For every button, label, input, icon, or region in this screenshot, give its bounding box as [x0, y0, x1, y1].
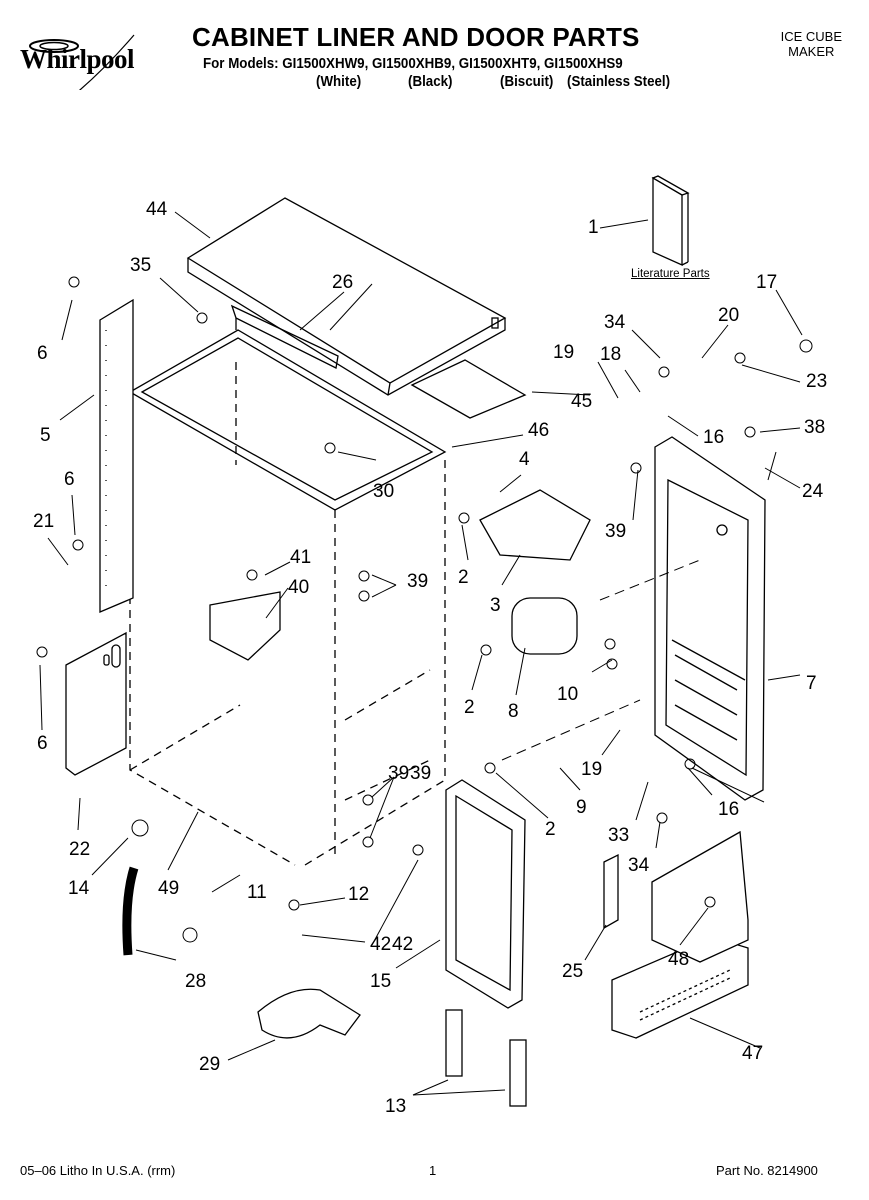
part-label: 25	[562, 961, 584, 982]
ice-bin	[479, 489, 591, 561]
ice-scoop	[257, 988, 361, 1039]
part-label: 14	[68, 878, 90, 899]
left-side-panel	[99, 298, 134, 613]
part-label: 5	[40, 425, 51, 446]
part-label: 10	[557, 684, 579, 705]
brand-name: Whirlpool	[20, 44, 135, 74]
lower-left-panel	[65, 631, 127, 776]
part-label: 2	[545, 819, 556, 840]
part-label: 13	[385, 1096, 407, 1117]
access-panel	[651, 830, 749, 963]
door-assembly	[654, 436, 766, 801]
part-label: 18	[600, 344, 622, 365]
part-label: 8	[508, 701, 519, 722]
part-label: 17	[756, 272, 778, 293]
part-label: 24	[802, 481, 824, 502]
leader-lines	[39, 211, 803, 1096]
variant-black: (Black)	[408, 74, 453, 90]
part-label: 33	[608, 825, 630, 846]
part-label: 40	[288, 577, 310, 598]
part-label: 29	[199, 1054, 221, 1075]
part-label: 34	[628, 855, 650, 876]
part-label: 1	[588, 217, 599, 238]
page-title: CABINET LINER AND DOOR PARTS	[192, 22, 640, 52]
logo-swirl-icon	[29, 34, 135, 90]
hinge-bracket	[603, 853, 619, 930]
part-label: 39	[410, 763, 432, 784]
part-label: 46	[528, 420, 550, 441]
part-label: 7	[806, 673, 817, 694]
part-label: 45	[571, 391, 593, 412]
liner-top-frame	[128, 329, 447, 511]
part-label: 9	[576, 797, 587, 818]
models-line: For Models: GI1500XHW9, GI1500XHB9, GI15…	[203, 56, 623, 72]
part-label: 21	[33, 511, 55, 532]
part-label: 3	[490, 595, 501, 616]
whirlpool-logo: Whirlpool	[14, 30, 174, 90]
part-number: Part No. 8214900	[716, 1163, 818, 1178]
page-number: 1	[429, 1163, 437, 1178]
part-label: 20	[718, 305, 740, 326]
part-label: 19	[581, 759, 603, 780]
part-label: 35	[130, 255, 152, 276]
cabinet-body-outline	[129, 362, 446, 866]
part-label: 42	[370, 934, 392, 955]
part-label: 49	[158, 878, 180, 899]
screws	[36, 276, 813, 943]
part-label: 19	[553, 342, 575, 363]
part-label: 34	[604, 312, 626, 333]
baffle	[511, 597, 578, 655]
part-label: 38	[804, 417, 826, 438]
literature-book	[651, 175, 690, 267]
part-label: 22	[69, 839, 91, 860]
pad	[410, 359, 527, 419]
part-label: 4	[519, 449, 530, 470]
part-label: 2	[458, 567, 469, 588]
part-label: 39	[388, 763, 410, 784]
part-label: 30	[373, 481, 395, 502]
bracket	[209, 591, 281, 661]
part-label: 6	[37, 343, 48, 364]
part-label: 44	[146, 199, 168, 220]
part-label: 23	[806, 371, 828, 392]
part-label: 26	[332, 272, 354, 293]
part-label: 15	[370, 971, 392, 992]
part-label: 12	[348, 884, 370, 905]
part-label: 41	[290, 547, 312, 568]
part-label: 28	[185, 971, 207, 992]
category-line-1: ICE CUBE	[780, 29, 842, 44]
part-label: 39	[407, 571, 429, 592]
litho-info: 05–06 Litho In U.S.A. (rrm)	[20, 1163, 176, 1178]
part-label: 6	[37, 733, 48, 754]
variant-stainless: (Stainless Steel)	[567, 74, 671, 90]
part-label: 39	[605, 521, 627, 542]
part-label: 47	[742, 1043, 764, 1064]
door-strips	[445, 1009, 527, 1107]
part-label: 16	[718, 799, 740, 820]
part-label: 42	[392, 934, 414, 955]
liner-rail	[230, 304, 339, 369]
part-label: 6	[64, 469, 75, 490]
variant-biscuit: (Biscuit)	[500, 74, 554, 90]
part-label: 2	[464, 697, 475, 718]
category-label: ICE CUBE MAKER	[781, 29, 842, 59]
part-label: 11	[247, 882, 267, 903]
door-gasket	[445, 779, 526, 1009]
cabinet-top-lid	[186, 197, 507, 396]
category-line-2: MAKER	[788, 44, 835, 59]
variant-white: (White)	[316, 74, 362, 90]
part-label: 16	[703, 427, 725, 448]
drain-tube	[122, 866, 139, 956]
part-label: 48	[668, 949, 690, 970]
literature-parts-label: Literature Parts	[631, 268, 710, 280]
